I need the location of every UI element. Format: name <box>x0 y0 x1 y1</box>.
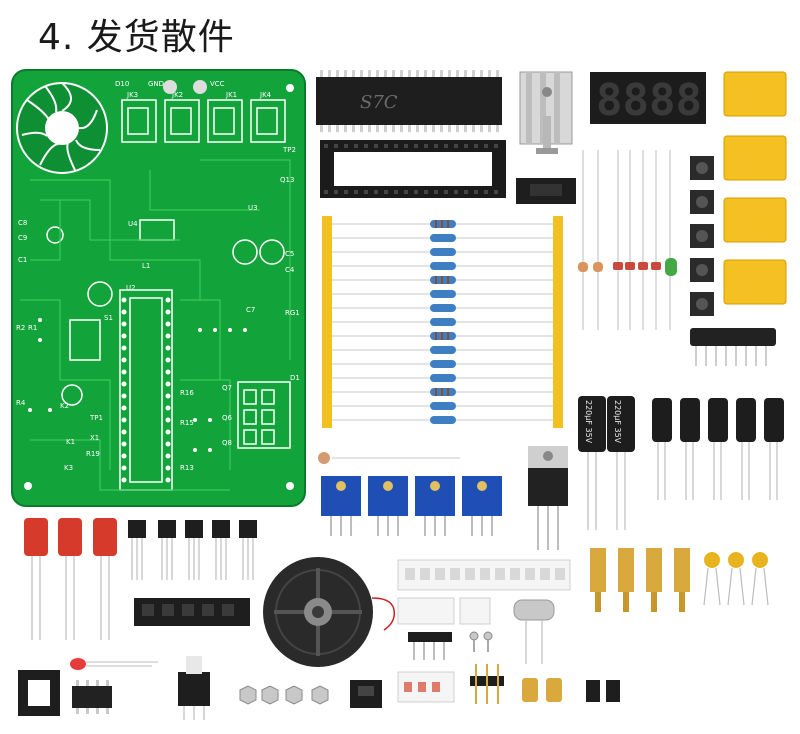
pcb-label-c1: C1 <box>18 256 27 264</box>
pcb-board: JK3 JK2 JK1 JK4 GND VCC D10 TP2 Q13 U2 U… <box>11 69 306 507</box>
pcb-label-tp2: TP2 <box>282 146 296 154</box>
pcb-label-r13: R13 <box>180 464 194 472</box>
electrolytic-capacitors: 220μF 35V 220μF 35V <box>578 396 784 530</box>
pcb-label-c9: C9 <box>18 234 27 242</box>
heatsink <box>519 71 573 154</box>
seven-segment-display: 8888 <box>590 72 706 126</box>
diode-leads <box>582 150 671 330</box>
smd-led-tape <box>397 671 455 703</box>
pcb-label-k2: K2 <box>60 402 69 410</box>
pcb-label-q7: Q7 <box>222 384 232 392</box>
pcb-label-c5: C5 <box>285 250 294 258</box>
pcb-label-u3: U3 <box>248 204 258 212</box>
pcb-label-u2: U2 <box>126 284 136 292</box>
pcb-label-l1: L1 <box>142 262 150 270</box>
ic-socket <box>320 140 506 198</box>
dip8-socket <box>18 670 60 716</box>
pcb-label-q8: Q8 <box>222 439 232 447</box>
screws <box>469 631 493 652</box>
pcb-label-gnd: GND <box>148 80 164 88</box>
pcb-label-jk4: JK4 <box>259 91 272 99</box>
crystal-oscillator <box>513 599 555 664</box>
soic-chip <box>516 178 576 204</box>
chip-marking: S7C <box>360 92 398 113</box>
capacitor-label-2: 220μF 35V <box>613 400 622 444</box>
pcb-label-c4: C4 <box>285 266 295 274</box>
pcb-label-c8: C8 <box>18 219 27 227</box>
pcb-label-jk2: JK2 <box>171 91 183 99</box>
page-title: 4. 发货散件 <box>38 17 235 58</box>
pcb-label-vcc: VCC <box>210 80 225 88</box>
pcb-label-c7: C7 <box>246 306 255 314</box>
brass-nuts <box>522 678 562 702</box>
pcb-label-tp1: TP1 <box>89 414 103 422</box>
pcb-label-q6: Q6 <box>222 414 233 422</box>
pcb-label-s1: S1 <box>104 314 113 322</box>
pcb-label-jk3: JK3 <box>126 91 138 99</box>
photoresistor <box>318 452 460 464</box>
resistor-tape <box>322 216 563 428</box>
display-digits: 8888 <box>596 75 702 126</box>
pcb-label-r19: R19 <box>86 450 100 458</box>
pcb-label-x1: X1 <box>90 434 99 442</box>
trimmer-potentiometers <box>321 476 502 536</box>
ceramic-capacitors <box>703 552 769 606</box>
pcb-label-r15: R15 <box>180 419 194 427</box>
pcb-label-k1: K1 <box>66 438 75 446</box>
jumper-caps <box>586 680 620 702</box>
pcb-label-u4: U4 <box>128 220 138 228</box>
pcb-label-k3: K3 <box>64 464 73 472</box>
pcb-label-r1: R1 <box>28 324 37 332</box>
tact-switches <box>690 156 714 316</box>
pcb-label-r2: R2 <box>16 324 25 332</box>
pcb-label-q13: Q13 <box>280 176 294 184</box>
buzzer <box>263 557 396 667</box>
relays <box>723 71 787 305</box>
pcb-label-r16: R16 <box>180 389 194 397</box>
transistors <box>128 520 257 580</box>
brass-standoffs <box>590 548 690 612</box>
mcu-chip: S7C <box>316 70 502 132</box>
voltage-regulator <box>528 446 568 550</box>
pcb-label-jk1: JK1 <box>225 91 237 99</box>
red-led <box>70 658 158 670</box>
hex-nuts <box>239 685 329 705</box>
diodes <box>578 258 677 276</box>
speaker-pad <box>16 82 108 174</box>
smd-tape-strip <box>134 598 250 626</box>
pcb-label-r4: R4 <box>16 399 26 407</box>
film-capacitors <box>24 518 117 640</box>
power-jack <box>350 680 382 708</box>
smd-resistor-tapes <box>397 559 571 625</box>
pin-headers <box>408 632 504 704</box>
capacitor-label-1: 220μF 35V <box>584 400 593 444</box>
pcb-label-rg1: RG1 <box>285 309 300 317</box>
pcb-label-d10: D10 <box>115 80 129 88</box>
resistor-network <box>690 328 776 366</box>
pcb-pads <box>24 80 294 490</box>
self-locking-switch <box>178 656 210 720</box>
dip8-chip <box>72 680 112 714</box>
pcb-label-d1: D1 <box>290 374 300 382</box>
